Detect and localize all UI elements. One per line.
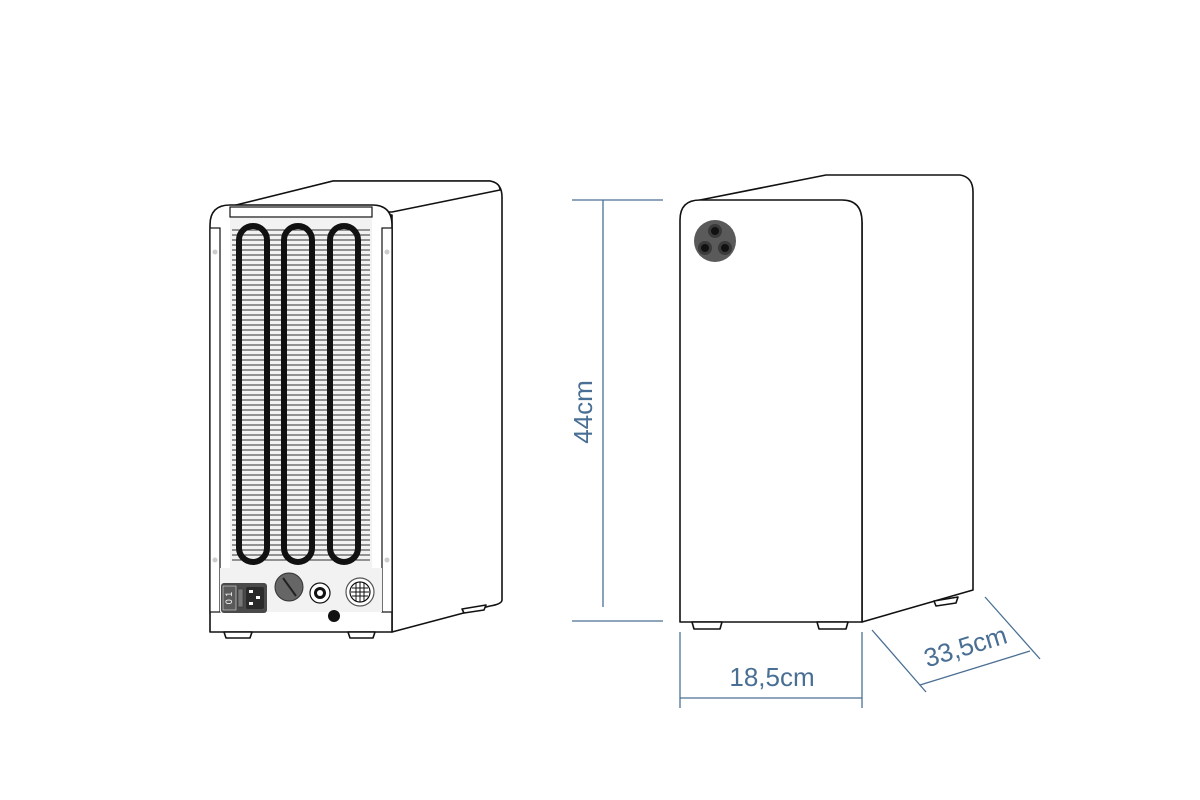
coil-loop [236,223,270,565]
right-rail [381,227,393,613]
unit-rear-view: 0 1 [209,180,503,639]
unit-front-view [679,174,974,630]
unit-front-face [679,199,863,623]
width-label: 18,5cm [729,662,814,692]
foot [933,596,959,607]
depth-label: 33,5cm [920,620,1010,674]
width-dimension: 18,5cm [679,632,863,708]
screw-icon [212,249,218,255]
power-socket-switch: 0 1 [221,583,267,613]
foot [461,604,487,614]
screw-icon [212,557,218,563]
grille-fins [232,229,370,561]
round-grid-connector-icon [345,577,375,607]
fuse-holder-icon [274,572,304,602]
coil-loop [281,223,315,565]
height-label: 44cm [568,380,598,444]
foot [816,621,849,630]
coil-loop [327,223,361,565]
switch-label: 0 1 [224,592,234,605]
jack-connector-icon [309,582,331,604]
foot [347,631,376,639]
top-lip [229,206,373,218]
condenser-coils [236,223,361,565]
foot [223,631,253,639]
height-dimension: 44cm [568,199,663,622]
screw-icon [384,249,390,255]
water-connector-icon [694,220,736,262]
foot [691,621,723,630]
left-rail [209,227,221,613]
drain-hole [328,610,340,622]
power-switch [222,585,237,611]
screw-icon [384,557,390,563]
iec-inlet-icon [246,587,264,609]
